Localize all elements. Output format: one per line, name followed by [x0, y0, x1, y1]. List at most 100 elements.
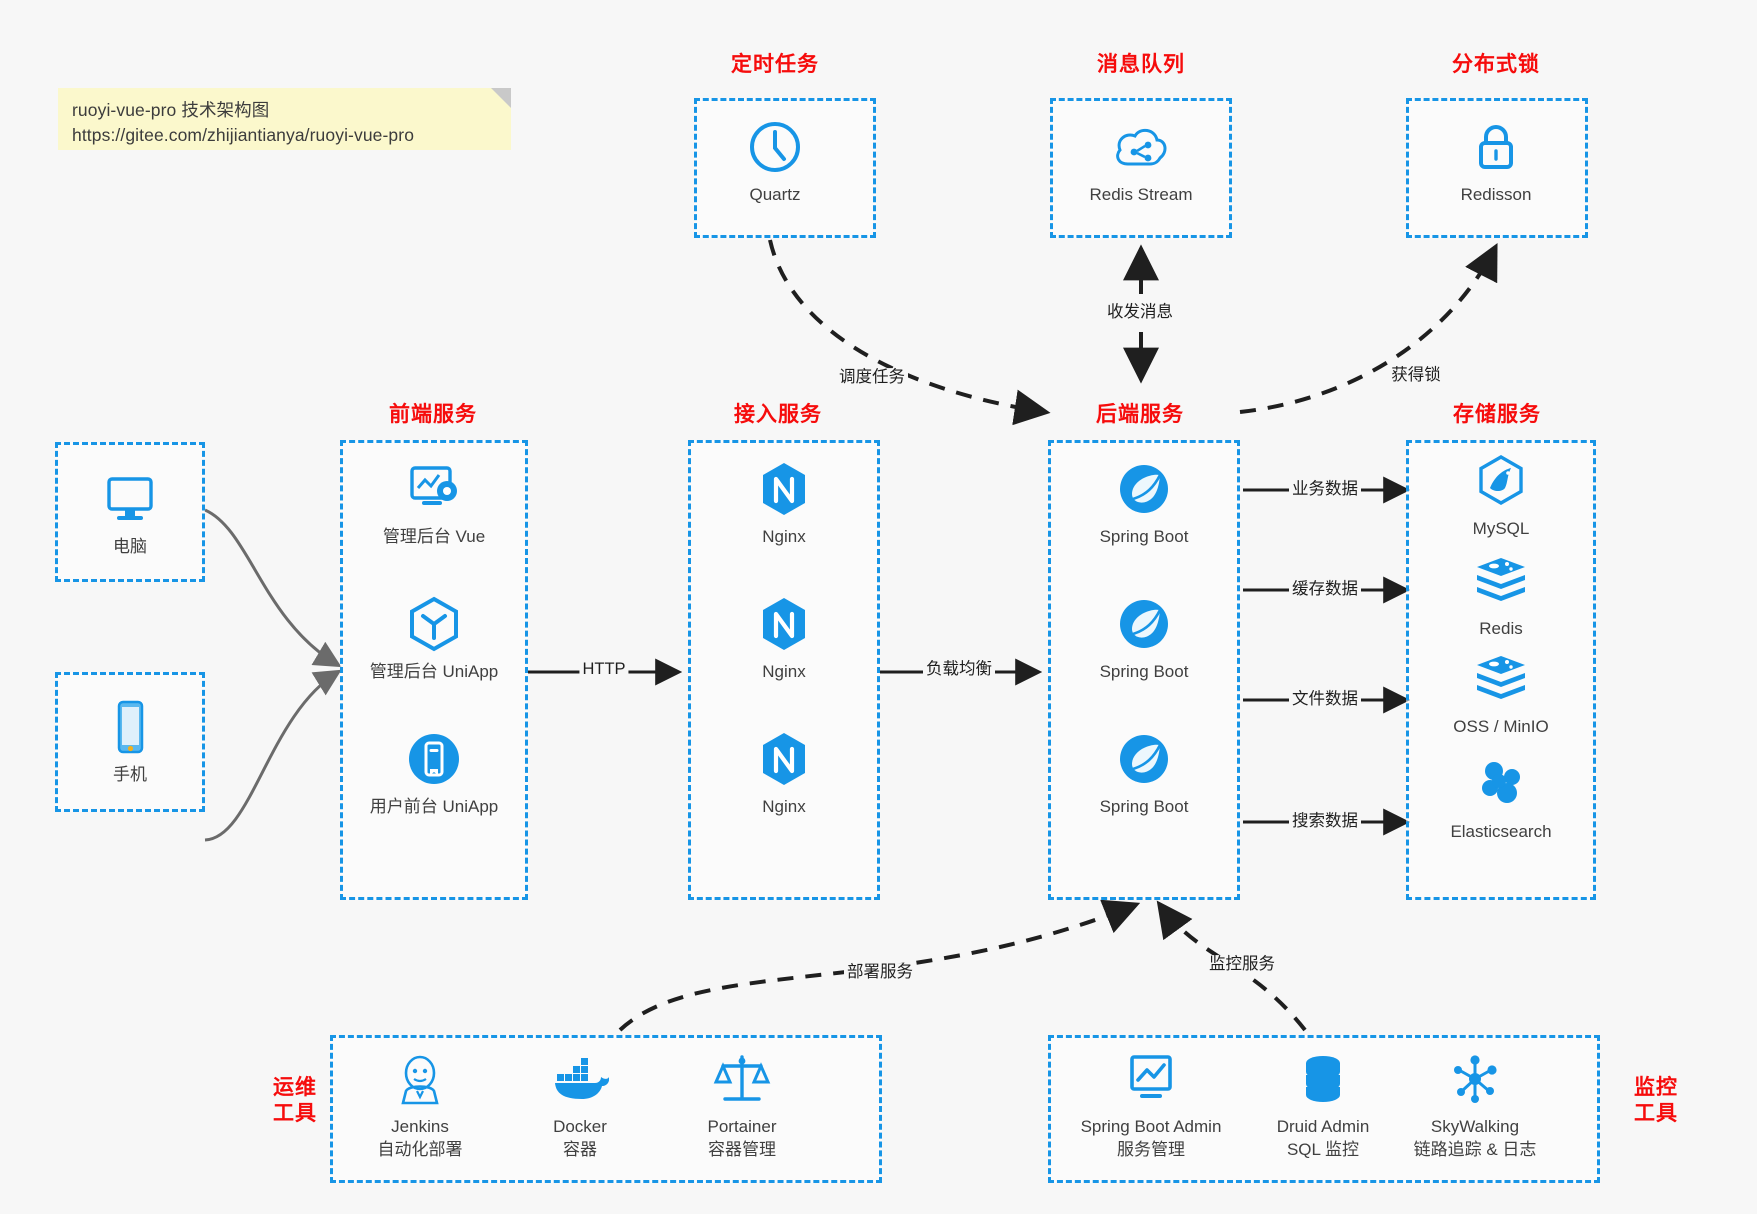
node-redisson[interactable]: Redisson — [1421, 118, 1571, 207]
node-docker[interactable]: Docker 容器 — [505, 1050, 655, 1162]
group-box-mq — [1050, 98, 1232, 238]
node-spring-boot-1[interactable]: Spring Boot — [1069, 460, 1219, 549]
node-quartz[interactable]: Quartz — [700, 118, 850, 207]
spring-boot-icon — [1069, 595, 1219, 653]
redis-icon — [1426, 552, 1576, 610]
node-label: OSS / MinIO — [1453, 717, 1549, 736]
nginx-icon — [709, 730, 859, 788]
node-sublabel: SQL 监控 — [1286, 1139, 1360, 1159]
section-title-devops-line1: 运维 — [273, 1076, 317, 1099]
node-nginx-2[interactable]: Nginx — [709, 595, 859, 684]
edge-label-schedule-task: 调度任务 — [836, 368, 908, 388]
node-admin-uniapp[interactable]: 管理后台 UniApp — [359, 595, 509, 684]
oss-icon — [1426, 650, 1576, 708]
node-label: Portainer — [707, 1117, 777, 1136]
edge-label-business-data: 业务数据 — [1289, 480, 1361, 500]
group-box-backend — [1048, 440, 1240, 900]
edge-label-send-receive-message: 收发消息 — [1104, 303, 1176, 323]
node-sublabel: 链路追踪 & 日志 — [1413, 1139, 1537, 1159]
node-jenkins[interactable]: Jenkins 自动化部署 — [345, 1050, 495, 1162]
node-spring-boot-admin[interactable]: Spring Boot Admin 服务管理 — [1076, 1050, 1226, 1162]
desktop-icon — [55, 470, 205, 528]
node-sublabel: 容器管理 — [708, 1139, 776, 1159]
edge-label-monitor-service: 监控服务 — [1206, 955, 1278, 975]
node-spring-boot-2[interactable]: Spring Boot — [1069, 595, 1219, 684]
node-nginx-3[interactable]: Nginx — [709, 730, 859, 819]
section-title-monitoring: 监控 工具 — [1616, 1075, 1696, 1128]
note-card: ruoyi-vue-pro 技术架构图 https://gitee.com/zh… — [58, 88, 511, 150]
node-label: Nginx — [762, 797, 806, 816]
node-druid-admin[interactable]: Druid Admin SQL 监控 — [1248, 1050, 1398, 1162]
node-label: 电脑 — [113, 537, 147, 556]
edge-label-file-data: 文件数据 — [1289, 690, 1361, 710]
clock-icon — [700, 118, 850, 176]
node-elasticsearch[interactable]: Elasticsearch — [1426, 755, 1576, 844]
node-redis-stream[interactable]: Redis Stream — [1066, 118, 1216, 207]
node-label: Redis — [1479, 619, 1523, 638]
mobile-app-icon — [359, 730, 509, 788]
node-sublabel: 容器 — [563, 1139, 597, 1159]
node-label: Quartz — [749, 185, 801, 204]
edge-label-acquire-lock: 获得锁 — [1388, 366, 1444, 386]
node-label: Redis Stream — [1089, 185, 1193, 204]
node-label: 管理后台 UniApp — [369, 662, 499, 681]
section-title-devops: 运维 工具 — [255, 1075, 335, 1128]
node-label: Druid Admin — [1276, 1117, 1370, 1136]
uniapp-cube-icon — [359, 595, 509, 653]
spring-boot-icon — [1069, 460, 1219, 518]
mysql-icon — [1426, 452, 1576, 510]
group-box-frontend — [340, 440, 528, 900]
node-label: Spring Boot — [1099, 662, 1189, 681]
node-sublabel: 服务管理 — [1117, 1139, 1185, 1159]
node-portainer[interactable]: Portainer 容器管理 — [667, 1050, 817, 1162]
node-sublabel: 自动化部署 — [377, 1139, 463, 1159]
node-label: Spring Boot Admin — [1080, 1117, 1222, 1136]
group-box-gateway — [688, 440, 880, 900]
jenkins-icon — [345, 1050, 495, 1108]
docker-icon — [505, 1050, 655, 1108]
nginx-icon — [709, 460, 859, 518]
node-label: Elasticsearch — [1450, 822, 1552, 841]
node-label: Spring Boot — [1099, 797, 1189, 816]
spring-boot-icon — [1069, 730, 1219, 788]
node-skywalking[interactable]: SkyWalking 链路追踪 & 日志 — [1400, 1050, 1550, 1162]
node-desktop[interactable]: 电脑 — [55, 470, 205, 559]
node-label: 管理后台 Vue — [382, 527, 486, 546]
mobile-icon — [55, 698, 205, 756]
node-spring-boot-3[interactable]: Spring Boot — [1069, 730, 1219, 819]
edge-label-deploy-service: 部署服务 — [844, 963, 916, 983]
node-mysql[interactable]: MySQL — [1426, 452, 1576, 541]
node-nginx-1[interactable]: Nginx — [709, 460, 859, 549]
section-title-scheduler: 定时任务 — [731, 53, 819, 76]
section-title-storage: 存储服务 — [1453, 403, 1541, 426]
node-label: 手机 — [113, 765, 147, 784]
node-label: Nginx — [762, 662, 806, 681]
group-box-devops — [330, 1035, 882, 1183]
section-title-lock: 分布式锁 — [1452, 53, 1540, 76]
edge-label-cache-data: 缓存数据 — [1289, 580, 1361, 600]
node-user-uniapp[interactable]: 用户前台 UniApp — [359, 730, 509, 819]
section-title-gateway: 接入服务 — [734, 403, 822, 426]
note-fold-corner — [491, 88, 511, 108]
node-admin-vue[interactable]: 管理后台 Vue — [359, 460, 509, 549]
node-label: Nginx — [762, 527, 806, 546]
nginx-icon — [709, 595, 859, 653]
dashboard-gear-icon — [359, 460, 509, 518]
section-title-monitoring-line1: 监控 — [1634, 1076, 1678, 1099]
node-redis[interactable]: Redis — [1426, 552, 1576, 641]
elasticsearch-icon — [1426, 755, 1576, 813]
node-mobile[interactable]: 手机 — [55, 698, 205, 787]
note-title: ruoyi-vue-pro 技术架构图 — [72, 100, 270, 120]
edge-label-http: HTTP — [579, 660, 629, 680]
section-title-frontend: 前端服务 — [389, 403, 477, 426]
node-label: Docker — [553, 1117, 607, 1136]
edge-label-search-data: 搜索数据 — [1289, 812, 1361, 832]
node-oss-minio[interactable]: OSS / MinIO — [1426, 650, 1576, 739]
section-title-mq: 消息队列 — [1097, 53, 1185, 76]
skywalking-icon — [1400, 1050, 1550, 1108]
section-title-backend: 后端服务 — [1096, 403, 1184, 426]
node-label: Jenkins — [391, 1117, 449, 1136]
note-url: https://gitee.com/zhijiantianya/ruoyi-vu… — [72, 125, 415, 146]
section-title-monitoring-line2: 工具 — [1634, 1102, 1678, 1126]
